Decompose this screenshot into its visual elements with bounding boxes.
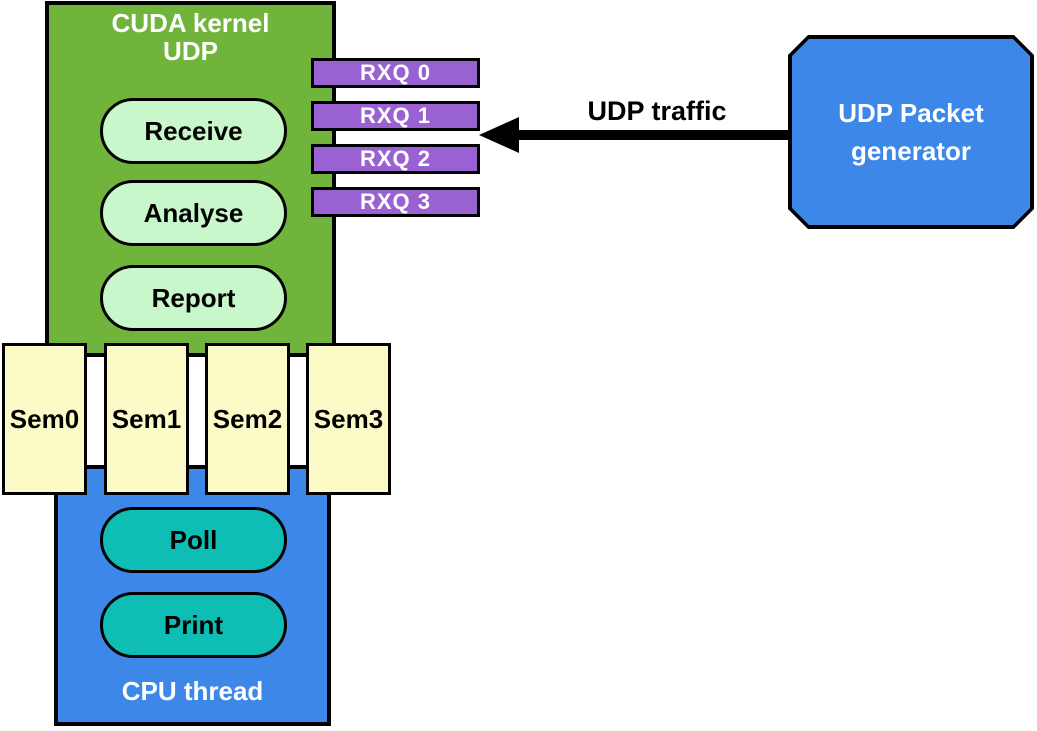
rxq-box-2: RXQ 2	[311, 144, 480, 174]
stage-pill-poll: Poll	[100, 507, 287, 573]
cuda-kernel-title: CUDA kernel UDP	[49, 5, 332, 65]
semaphore-sem3: Sem3	[306, 343, 391, 495]
semaphore-sem1: Sem1	[104, 343, 189, 495]
rxq-box-1: RXQ 1	[311, 101, 480, 131]
semaphore-sem2: Sem2	[205, 343, 290, 495]
rxq-box-0: RXQ 0	[311, 58, 480, 88]
udp-traffic-arrow-shaft	[516, 130, 790, 140]
udp-packet-generator-label: UDP Packet generator	[838, 94, 984, 170]
udp-traffic-arrow-head-icon	[479, 117, 519, 153]
rxq-box-3: RXQ 3	[311, 187, 480, 217]
udp-packet-generator-label-line1: UDP Packet	[838, 98, 984, 128]
stage-pill-receive: Receive	[100, 98, 287, 164]
cuda-kernel-title-line2: UDP	[163, 36, 218, 66]
cuda-kernel-title-line1: CUDA kernel	[111, 8, 270, 38]
udp-packet-generator-box: UDP Packet generator	[788, 35, 1034, 229]
udp-packet-generator-fill: UDP Packet generator	[792, 39, 1030, 225]
stage-pill-report: Report	[100, 265, 287, 331]
udp-packet-generator-label-line2: generator	[851, 136, 971, 166]
stage-pill-analyse: Analyse	[100, 180, 287, 246]
udp-traffic-arrow-label: UDP traffic	[587, 96, 727, 126]
stage-pill-print: Print	[100, 592, 287, 658]
semaphore-sem0: Sem0	[2, 343, 87, 495]
cpu-thread-title: CPU thread	[121, 676, 264, 706]
